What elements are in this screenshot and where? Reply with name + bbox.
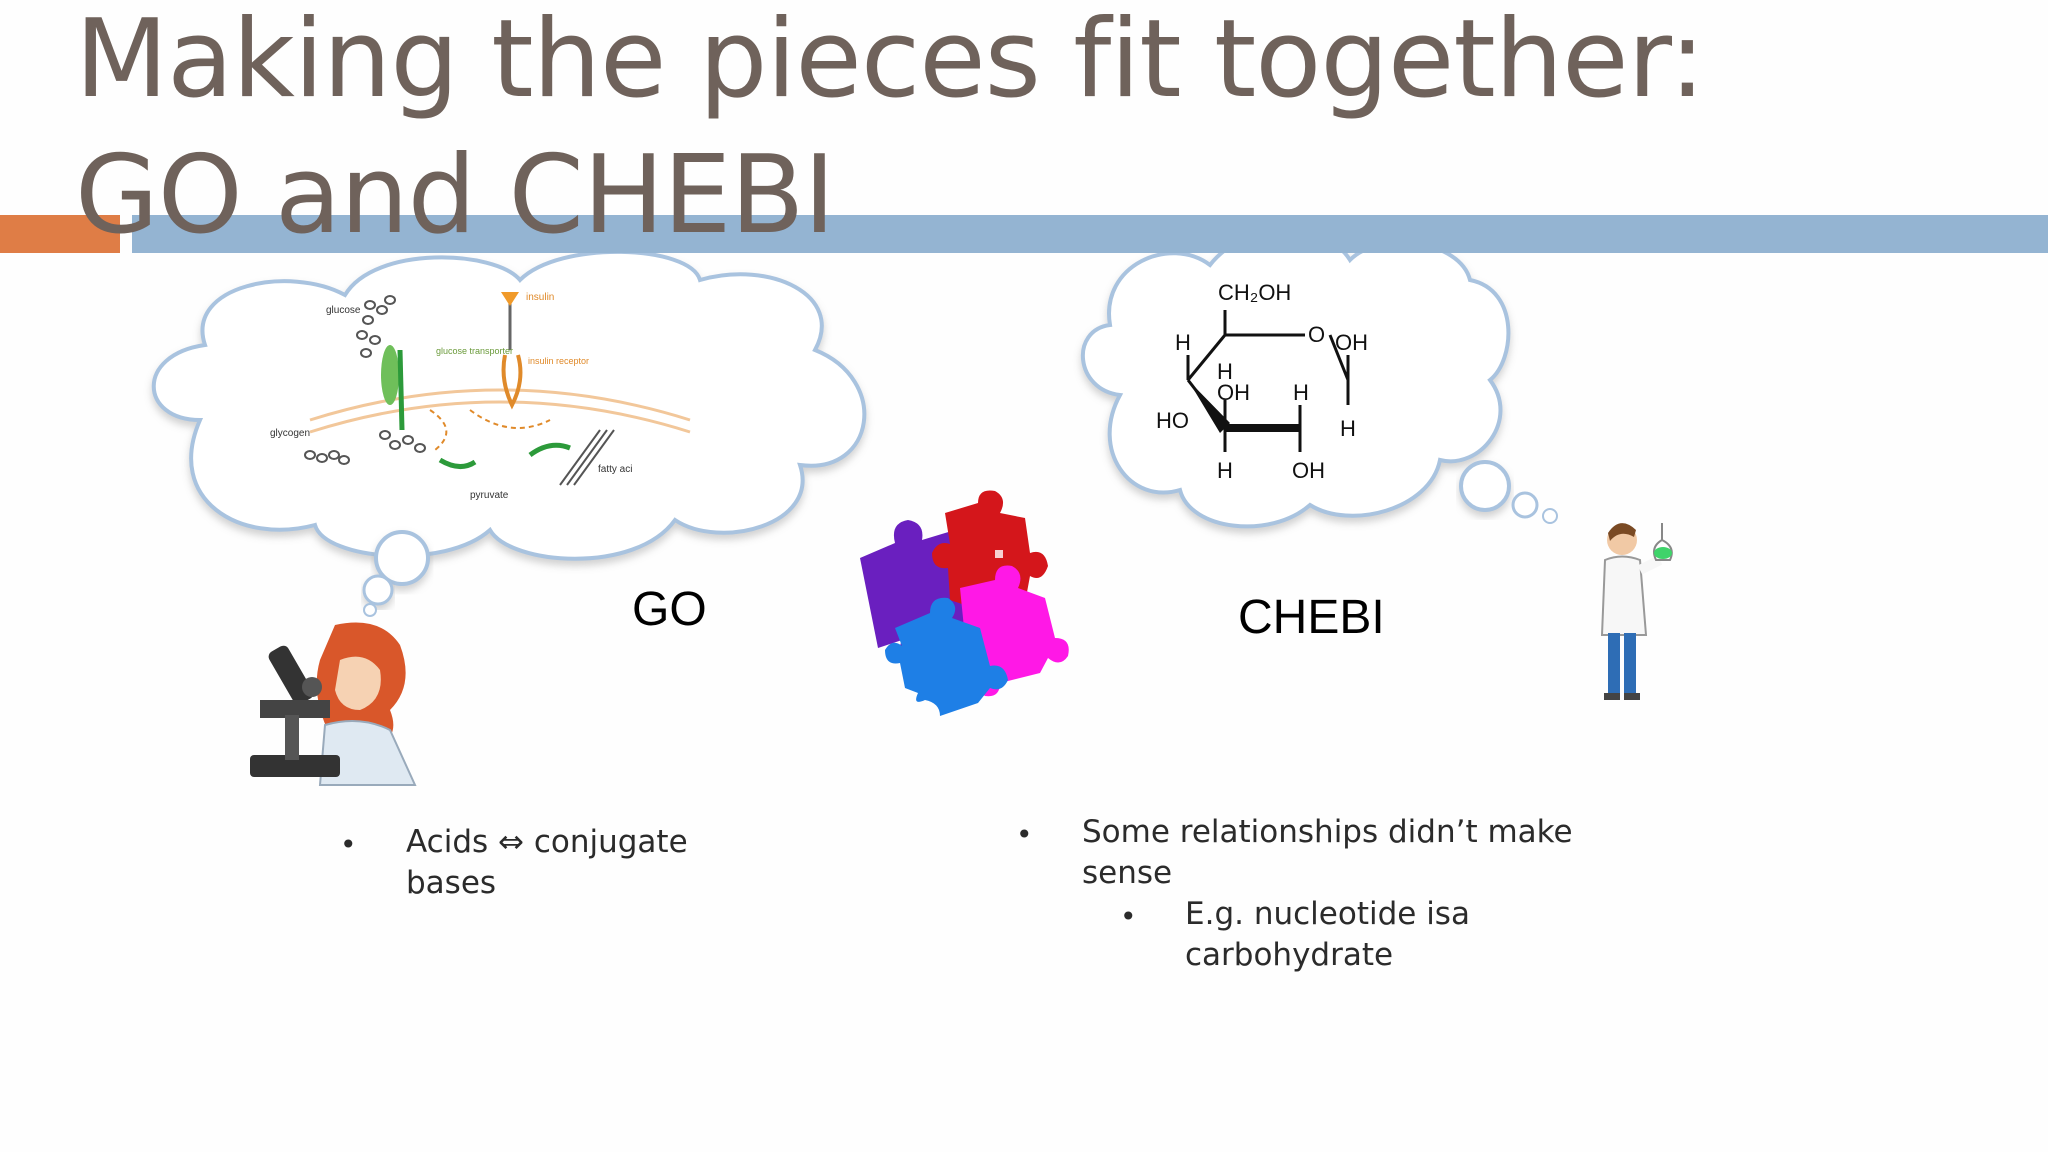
label-glucose: glucose (326, 305, 361, 316)
go-thought-cloud: glucose insulin glucose transporter insu… (151, 249, 867, 617)
bullet-list-left: • Acids ⇔ conjugate bases (310, 822, 730, 904)
label-glycogen: glycogen (270, 428, 310, 439)
transporter-shape (381, 345, 399, 405)
go-label: GO (632, 583, 707, 636)
sub-bullet-dot: • (1120, 900, 1137, 933)
slide-title: Making the pieces fit together: GO and C… (75, 0, 1706, 258)
puzzle-piece-blue (885, 597, 1008, 716)
scientist-microscope-icon (250, 622, 417, 786)
label-glucose-transporter: glucose transporter (436, 346, 513, 356)
label-insulin-receptor: insulin receptor (528, 356, 589, 366)
atom-oh-1: OH (1335, 330, 1368, 355)
insulin-triangle (501, 292, 519, 306)
receptor-shape (501, 354, 523, 410)
atom-h-3: H (1293, 380, 1309, 405)
wedge-left (1188, 380, 1230, 433)
accent-bar-orange (0, 215, 120, 253)
bullet-dot: • (1016, 818, 1033, 851)
glucose-structure (1186, 310, 1350, 452)
atom-ho: HO (1156, 408, 1189, 433)
chebi-thought-cloud: CH₂OH O OH H H OH H HO H H OH (1080, 228, 1558, 529)
atom-h-4: H (1340, 416, 1356, 441)
accent-bar-blue (132, 215, 2048, 253)
scientist-flask-icon (1600, 523, 1673, 700)
chebi-label: CHEBI (1238, 591, 1385, 644)
atom-o: O (1308, 322, 1325, 347)
puzzle-pieces (860, 490, 1069, 716)
sub-bullet-item: E.g. nucleotide isa carbohydrate (1185, 896, 1470, 973)
bullet-list-right: • Some relationships didn’t make sense •… (1000, 812, 1600, 976)
atom-h-1: H (1175, 330, 1191, 355)
label-insulin: insulin (526, 292, 554, 303)
atom-ch2oh: CH₂OH (1218, 280, 1291, 305)
label-pyruvate: pyruvate (470, 490, 509, 501)
atom-h-2: H (1217, 359, 1233, 384)
label-fatty-acid: fatty aci (598, 464, 632, 475)
bullet-item: Some relationships didn’t make sense (1082, 814, 1573, 891)
bullet-dot: • (340, 828, 357, 861)
atom-h-5: H (1217, 458, 1233, 483)
atom-oh-2: OH (1217, 380, 1250, 405)
pathway-diagram (304, 292, 691, 486)
atom-oh-3: OH (1292, 458, 1325, 483)
bullet-item: Acids ⇔ conjugate bases (406, 824, 688, 901)
